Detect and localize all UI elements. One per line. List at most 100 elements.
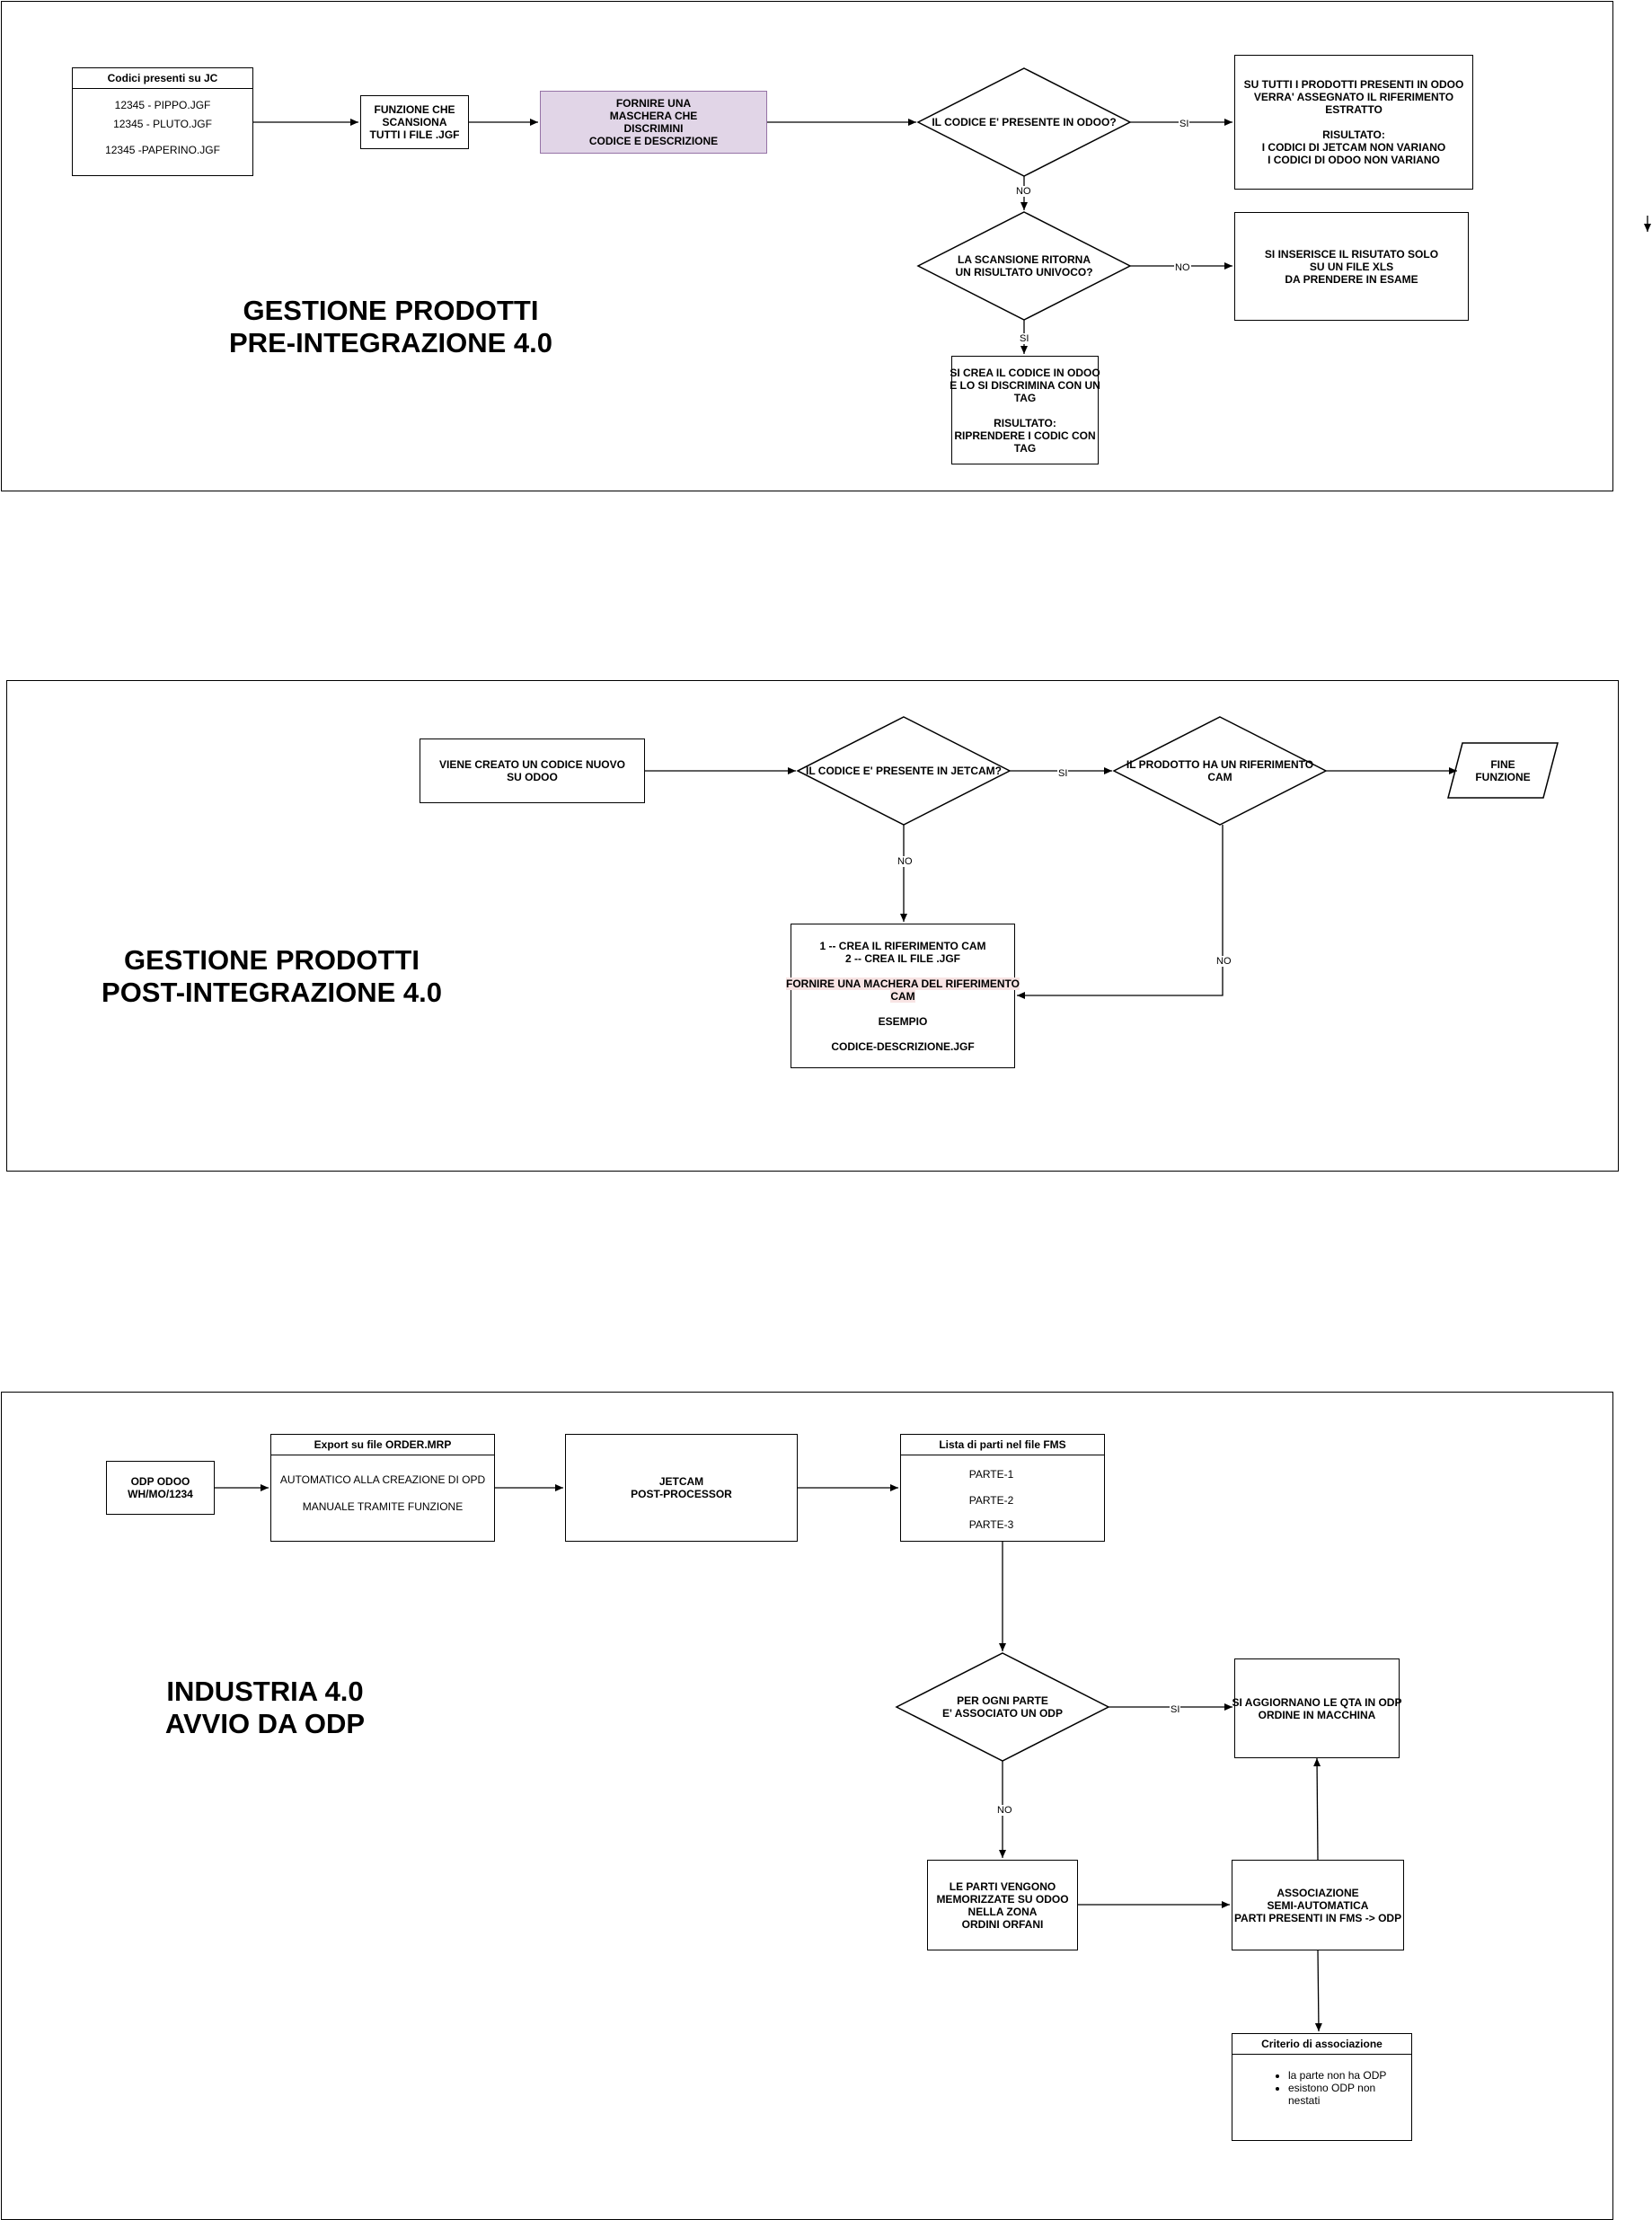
edge-label-no: NO xyxy=(1174,262,1191,273)
highlighted-line: FORNIRE UNA MACHERA DEL RIFERIMENTO xyxy=(786,977,1020,990)
decision-odoo-text: IL CODICE E' PRESENTE IN ODOO? xyxy=(918,104,1130,140)
box-line: FUNZIONE CHE xyxy=(374,103,455,116)
box-line: SU UN FILE XLS xyxy=(1309,260,1394,273)
box-line: TAG xyxy=(1013,441,1037,455)
fine-line: FINE xyxy=(1490,758,1515,771)
export-item: MANUALE TRAMITE FUNZIONE xyxy=(302,1500,464,1513)
box-line: DA PRENDERE IN ESAME xyxy=(1285,272,1418,286)
box-line: SI AGGIORNANO LE QTA IN ODP xyxy=(1232,1695,1402,1709)
box-line: ORDINE IN MACCHINA xyxy=(1258,1708,1376,1721)
jetcam-box: JETCAM POST-PROCESSOR xyxy=(565,1434,798,1542)
decision-line: IL CODICE E' PRESENTE IN JETCAM? xyxy=(806,765,1002,777)
box-line: RISULTATO: xyxy=(1322,128,1385,141)
codici-item: 12345 -PAPERINO.JGF xyxy=(105,144,220,156)
funzione-box: FUNZIONE CHE SCANSIONA TUTTI I FILE .JGF xyxy=(360,95,469,149)
box-line: MEMORIZZATE SU ODOO xyxy=(936,1892,1069,1906)
criterio-header: Criterio di associazione xyxy=(1232,2034,1411,2055)
section-title-industria: INDUSTRIA 4.0 AVVIO DA ODP xyxy=(126,1676,404,1740)
box-line: PARTI PRESENTI IN FMS -> ODP xyxy=(1233,1911,1402,1924)
section-title-pre: GESTIONE PRODOTTI PRE-INTEGRAZIONE 4.0 xyxy=(171,295,611,359)
box-line: LE PARTI VENGONO xyxy=(949,1879,1056,1893)
crea-rif-box: 1 -- CREA IL RIFERIMENTO CAM 2 -- CREA I… xyxy=(786,924,1020,1068)
box-line: ESTRATTO xyxy=(1325,103,1383,116)
section-frame-post xyxy=(6,680,1619,1172)
box-line: VIENE CREATO UN CODICE NUOVO xyxy=(439,758,625,771)
box-line: ODP ODOO xyxy=(130,1475,190,1488)
criterio-item: la parte non ha ODP xyxy=(1288,2069,1411,2082)
nuovo-codice-box: VIENE CREATO UN CODICE NUOVO SU ODOO xyxy=(420,739,645,803)
edge-label-no: NO xyxy=(1215,956,1232,967)
edge-label-no: NO xyxy=(1015,186,1032,197)
box-line: TUTTI I FILE .JGF xyxy=(369,128,460,141)
section-frame-pre xyxy=(1,1,1613,491)
edge-label-si: SI xyxy=(1057,768,1069,779)
decision-line: LA SCANSIONE RITORNA xyxy=(957,253,1091,266)
aggiornano-box: SI AGGIORNANO LE QTA IN ODP ORDINE IN MA… xyxy=(1232,1658,1402,1758)
decision-line: CAM xyxy=(1207,771,1232,783)
section-title-post: GESTIONE PRODOTTI POST-INTEGRAZIONE 4.0 xyxy=(81,944,463,1009)
section-title-line: AVVIO DA ODP xyxy=(164,1708,366,1739)
memorizzate-box: LE PARTI VENGONO MEMORIZZATE SU ODOO NEL… xyxy=(927,1860,1078,1950)
decision-rif-shape xyxy=(1112,716,1328,826)
odp-box: ODP ODOO WH/MO/1234 xyxy=(106,1461,215,1515)
decision-line: PER OGNI PARTE xyxy=(957,1694,1048,1707)
crea-codice-box: SI CREA IL CODICE IN ODOO E LO SI DISCRI… xyxy=(950,356,1100,464)
section-title-line: PRE-INTEGRAZIONE 4.0 xyxy=(229,327,552,358)
decision-jetcam-text: IL CODICE E' PRESENTE IN JETCAM? xyxy=(798,753,1010,789)
section-title-line: INDUSTRIA 4.0 xyxy=(166,1676,364,1707)
box-line: ESEMPIO xyxy=(878,1014,928,1028)
lista-box: Lista di parti nel file FMS PARTE-1 PART… xyxy=(900,1434,1105,1542)
box-line: 1 -- CREA IL RIFERIMENTO CAM xyxy=(819,939,986,952)
xls-box: SI INSERISCE IL RISUTATO SOLO SU UN FILE… xyxy=(1234,212,1469,321)
edge-label-si: SI xyxy=(1019,333,1030,344)
box-line: TAG xyxy=(1013,391,1037,404)
section-title-line: GESTIONE PRODOTTI xyxy=(124,944,420,976)
box-line: 2 -- CREA IL FILE .JGF xyxy=(844,951,960,965)
section-title-line: GESTIONE PRODOTTI xyxy=(243,295,539,326)
codici-box: Codici presenti su JC 12345 - PIPPO.JGF … xyxy=(72,67,253,176)
box-line: SI CREA IL CODICE IN ODOO xyxy=(950,366,1100,379)
box-line: POST-PROCESSOR xyxy=(631,1488,732,1500)
edge-rif-no xyxy=(1017,825,1224,999)
box-line: E LO SI DISCRIMINA CON UN xyxy=(950,378,1100,392)
box-line: SEMI-AUTOMATICA xyxy=(1267,1898,1369,1912)
box-line: NELLA ZONA xyxy=(967,1905,1038,1918)
box-line: RIPRENDERE I CODIC CON xyxy=(954,429,1096,442)
box-line: MASCHERA CHE xyxy=(609,110,698,122)
box-line: SU ODOO xyxy=(507,771,558,783)
decision-univoco-text: LA SCANSIONE RITORNA UN RISULTATO UNIVOC… xyxy=(918,248,1130,284)
box-line: SI INSERISCE IL RISUTATO SOLO xyxy=(1264,247,1439,261)
highlighted-line: CAM xyxy=(890,989,915,1003)
codici-header: Codici presenti su JC xyxy=(73,68,252,89)
fine-line: FUNZIONE xyxy=(1475,771,1531,783)
decision-line: E' ASSOCIATO UN ODP xyxy=(942,1707,1063,1720)
criterio-item: esistono ODP non nestati xyxy=(1288,2082,1387,2107)
codici-item: 12345 - PIPPO.JGF xyxy=(114,99,211,111)
decision-line: IL PRODOTTO HA UN RIFERIMENTO xyxy=(1126,758,1314,771)
lista-item: PARTE-2 xyxy=(968,1494,1014,1507)
box-line: CODICE E DESCRIZIONE xyxy=(588,135,719,147)
export-item: AUTOMATICO ALLA CREAZIONE DI OPD xyxy=(279,1473,486,1486)
edge-label-si: SI xyxy=(1179,119,1190,129)
box-line: WH/MO/1234 xyxy=(128,1488,193,1500)
section-title-line: POST-INTEGRAZIONE 4.0 xyxy=(102,977,442,1008)
associazione-box: ASSOCIAZIONE SEMI-AUTOMATICA PARTI PRESE… xyxy=(1232,1860,1404,1950)
fine-text: FINE FUNZIONE xyxy=(1448,753,1558,789)
criterio-list: la parte non ha ODP esistono ODP non nes… xyxy=(1232,2069,1411,2107)
box-line: I CODICI DI JETCAM NON VARIANO xyxy=(1261,141,1446,154)
box-line: FORNIRE UNA xyxy=(615,97,692,110)
fine-shape xyxy=(1447,742,1559,799)
lista-item: PARTE-1 xyxy=(968,1468,1014,1481)
decision-line: UN RISULTATO UNIVOCO? xyxy=(955,266,1093,279)
export-header: Export su file ORDER.MRP xyxy=(271,1435,494,1455)
export-box: Export su file ORDER.MRP AUTOMATICO ALLA… xyxy=(270,1434,495,1542)
box-line: SU TUTTI I PRODOTTI PRESENTI IN ODOO xyxy=(1243,78,1464,91)
codici-item: 12345 - PLUTO.JGF xyxy=(113,118,212,130)
result-yes-box: SU TUTTI I PRODOTTI PRESENTI IN ODOO VER… xyxy=(1234,55,1473,190)
edge-label-si: SI xyxy=(1170,1704,1181,1715)
edge-associazione-aggiornano xyxy=(1313,1757,1321,1861)
decision-rif-text: IL PRODOTTO HA UN RIFERIMENTO CAM xyxy=(1114,753,1326,789)
edge-label-no: NO xyxy=(996,1805,1013,1816)
